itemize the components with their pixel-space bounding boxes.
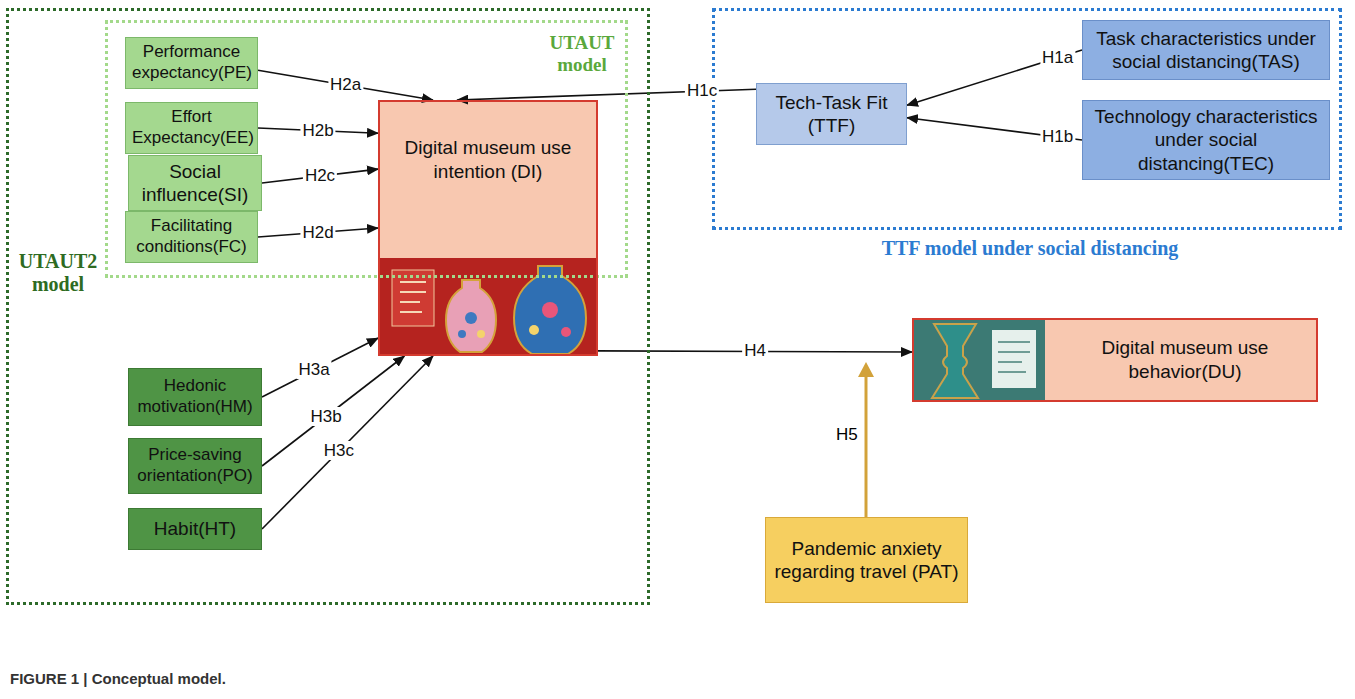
behavior-fill xyxy=(1045,318,1318,402)
label-holder: H4 xyxy=(742,341,768,361)
label-holder: H3b xyxy=(308,407,343,427)
construct-box: Tech-Task Fit (TTF) xyxy=(756,83,907,145)
region-heading: UTAUT2 model xyxy=(19,250,98,295)
panel-lines xyxy=(400,282,426,312)
hypothesis-label: H3b xyxy=(308,407,343,426)
region-heading: TTF model under social distancing xyxy=(882,237,1179,259)
hypothesis-label: H3a xyxy=(297,360,332,379)
vase-picture xyxy=(378,258,598,356)
label-holder: H1b xyxy=(1040,127,1075,147)
construct-name: Price-saving orientation(PO) xyxy=(135,445,255,486)
label-holder: H1c xyxy=(685,81,719,101)
construct-box: Hedonic motivation(HM) xyxy=(128,368,262,426)
heading-holder: TTF model under social distancing xyxy=(800,237,1260,260)
region-heading: UTAUT model xyxy=(549,32,614,75)
intention-box: Digital museum use intention (DI) xyxy=(378,100,598,356)
hypothesis-arrow xyxy=(258,70,433,100)
construct-name: Digital museum use behavior(DU) xyxy=(1064,336,1306,384)
hypothesis-label: H1a xyxy=(1040,48,1075,67)
construct-box: Social influence(SI) xyxy=(128,155,262,211)
picture-panel xyxy=(992,330,1036,388)
construct-box: Facilitating conditions(FC) xyxy=(125,211,258,262)
behavior-box: Digital museum use behavior(DU) xyxy=(912,318,1318,402)
label-holder: H1a xyxy=(1040,48,1075,68)
construct-box: Performance expectancy(PE) xyxy=(125,37,258,88)
label-holder: H2c xyxy=(303,166,337,186)
hypothesis-label: H2b xyxy=(300,121,335,140)
model-region: UTAUT2 model UTAUT model Performance expec… xyxy=(6,8,650,605)
hypothesis-label: H5 xyxy=(834,425,860,444)
construct-name: Performance expectancy(PE) xyxy=(132,42,251,83)
construct-name: Technology characteristics under social … xyxy=(1089,105,1323,175)
hypothesis-arrow xyxy=(262,338,378,397)
construct-name: Task characteristics under social distan… xyxy=(1089,27,1323,73)
label-holder: H3c xyxy=(322,441,356,461)
intention-fill xyxy=(378,100,598,258)
label-holder: H2d xyxy=(300,223,335,243)
moderator-arrow xyxy=(865,374,868,517)
construct-box: Technology characteristics under social … xyxy=(1082,100,1330,180)
moderator-arrowhead xyxy=(858,362,874,377)
hypothesis-label: H1c xyxy=(685,81,719,100)
vase-flower xyxy=(561,327,571,337)
construct-box: Task characteristics under social distan… xyxy=(1082,20,1330,80)
construct-name: Digital museum use intention (DI) xyxy=(398,136,578,184)
moderator-box: Pandemic anxiety regarding travel (PAT) xyxy=(765,517,968,603)
vase-flower xyxy=(458,330,466,338)
vase-flower xyxy=(529,325,539,335)
construct-name: Habit(HT) xyxy=(154,517,236,540)
hypothesis-arrow xyxy=(262,356,433,529)
vase-flower xyxy=(477,330,485,338)
large-vase xyxy=(514,266,586,354)
model-region: TTF model under social distancingTech-Ta… xyxy=(712,8,1342,230)
gu-vase xyxy=(932,324,978,398)
construct-box: Effort Expectancy(EE) xyxy=(125,102,258,153)
vase-flower xyxy=(542,302,558,318)
label-holder: H3a xyxy=(297,360,332,380)
hypothesis-arrow xyxy=(262,356,404,466)
hypothesis-label: H1b xyxy=(1040,127,1075,146)
construct-name: Tech-Task Fit (TTF) xyxy=(763,91,900,137)
label-holder: H2a xyxy=(328,75,363,95)
picture-panel xyxy=(392,270,434,326)
construct-name: Facilitating conditions(FC) xyxy=(132,216,251,257)
hypothesis-label: H2a xyxy=(328,75,363,94)
construct-box: Price-saving orientation(PO) xyxy=(128,438,262,494)
vase-flower xyxy=(465,312,477,324)
construct-name: Hedonic motivation(HM) xyxy=(135,376,255,417)
construct-name: Social influence(SI) xyxy=(135,160,255,206)
hypothesis-label: H2d xyxy=(300,223,335,242)
label-holder: H2b xyxy=(300,121,335,141)
hypothesis-label: H3c xyxy=(322,441,356,460)
construct-box: Habit(HT) xyxy=(128,508,262,550)
small-vase xyxy=(446,280,496,352)
heading-holder: UTAUT model xyxy=(540,32,624,76)
construct-name: Pandemic anxiety regarding travel (PAT) xyxy=(772,537,961,583)
hypothesis-label: H2c xyxy=(303,166,337,185)
figure-caption: FIGURE 1 | Conceptual model. xyxy=(10,670,226,687)
caption-holder: FIGURE 1 | Conceptual model. xyxy=(10,670,226,687)
label-holder: H5 xyxy=(834,425,860,445)
panel-lines xyxy=(998,342,1030,372)
construct-name: Effort Expectancy(EE) xyxy=(132,107,251,148)
hypothesis-label: H4 xyxy=(742,341,768,360)
vase-picture xyxy=(912,318,1045,402)
heading-holder: UTAUT2 model xyxy=(12,250,104,296)
